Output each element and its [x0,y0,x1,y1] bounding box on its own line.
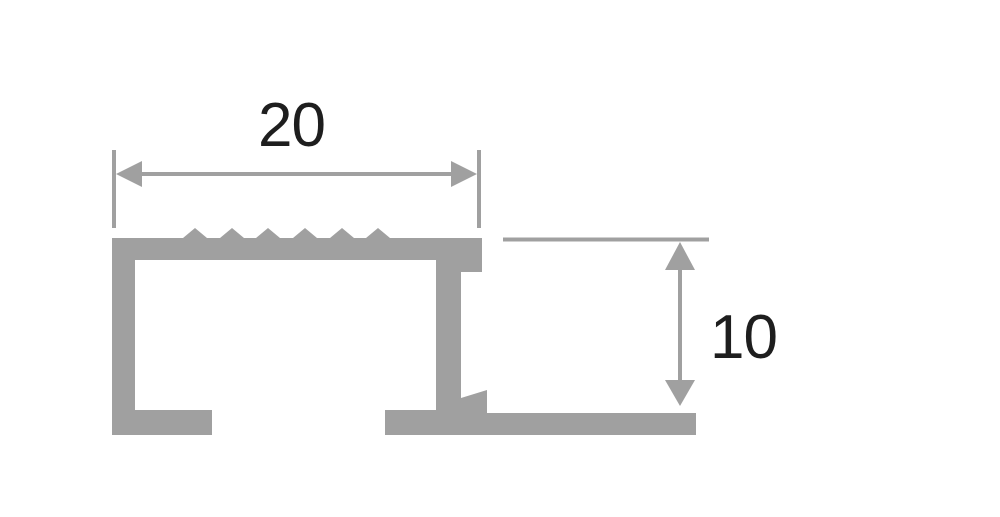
profile-body [112,228,696,435]
width-arrowhead-right [451,161,477,187]
width-dimension-label: 20 [258,91,326,160]
height-arrowhead-bottom [665,380,695,406]
width-dimension [112,150,481,228]
width-arrowhead-left [116,161,142,187]
height-arrowhead-top [665,242,695,270]
height-dimension [503,237,709,406]
profile-cross-section [112,228,696,435]
height-dimension-label: 10 [710,303,778,372]
